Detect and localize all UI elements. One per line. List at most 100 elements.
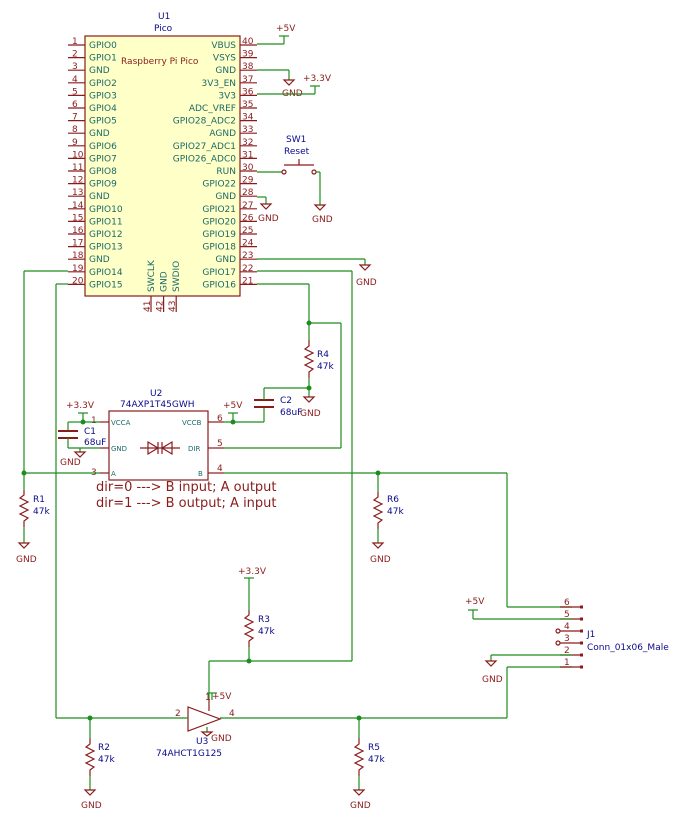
- r5-ref: R5: [368, 743, 380, 753]
- u1-pin-15-num: 15: [72, 213, 83, 223]
- u3-value: 74AHCT1G125: [156, 749, 222, 759]
- sw1-ref: SW1: [286, 135, 306, 145]
- r1-gnd-label: GND: [16, 555, 37, 565]
- gpio14-net: [21, 270, 68, 490]
- u1-pin-28-num: 28: [242, 188, 254, 198]
- r4-resistor[interactable]: R4 47k GND: [300, 340, 334, 419]
- u2-dir: DIR: [188, 445, 200, 453]
- j1-pin-5-tip: [580, 617, 583, 621]
- u1-vbus-net: +5V: [257, 24, 296, 45]
- u1-pin-1-num: 1: [72, 37, 78, 47]
- r3-resistor[interactable]: +3.3V R3 47k: [238, 567, 275, 664]
- u1-pin-1-name: GPIO0: [89, 41, 117, 51]
- u2-body[interactable]: [108, 410, 209, 481]
- u1-pin-14-num: 14: [72, 201, 84, 211]
- r6-value: 47k: [387, 507, 404, 517]
- r5-gnd-label: GND: [350, 801, 371, 811]
- u2-pin1-num: 1: [91, 416, 97, 426]
- u1-body[interactable]: [84, 35, 241, 297]
- r5-value: 47k: [368, 755, 385, 765]
- u1-pin-19-num: 19: [72, 264, 84, 274]
- u1-pin-33-name: AGND: [209, 129, 236, 139]
- u1-pin-15-name: GPIO11: [89, 217, 123, 227]
- r1-resistor[interactable]: R1 47k GND: [16, 490, 50, 565]
- u1-pin-27-name: GPIO21: [202, 205, 236, 215]
- vccb-5v-label: +5V: [223, 401, 243, 411]
- u1-pin-40-name: VBUS: [211, 41, 236, 51]
- r4-value: 47k: [317, 362, 334, 372]
- u2-vcca: VCCA: [111, 419, 131, 427]
- u2-vccb: VCCB: [182, 419, 202, 427]
- u1-pin-13-num: 13: [72, 188, 83, 198]
- c1-ref: C1: [84, 427, 96, 437]
- u1-pin-24-name: GPIO18: [202, 243, 236, 253]
- u1-pin-35-name: ADC_VREF: [189, 104, 236, 114]
- u1-pin-2-num: 2: [72, 50, 78, 60]
- u1-pin-4-name: GPIO2: [89, 79, 117, 89]
- u1-pin-23-name: GND: [215, 255, 236, 265]
- gpio17-net: [208, 270, 353, 700]
- r4-ref: R4: [317, 350, 329, 360]
- c2-capacitor[interactable]: C2 68uF: [254, 385, 312, 419]
- u1-pin-6-num: 6: [72, 100, 78, 110]
- j1-pin-4-num: 4: [564, 622, 570, 632]
- u1-pin-27-num: 27: [242, 201, 253, 211]
- u3-pin-out: 4: [229, 709, 235, 719]
- gnd28-label: GND: [258, 214, 279, 224]
- u3-ref: U3: [196, 737, 208, 747]
- j1-pin-3-num: 3: [564, 634, 570, 644]
- u3-buffer[interactable]: 2 4 1 +5V GND U3 74AHCT1G125: [156, 692, 240, 759]
- u1-pin-30-name: RUN: [216, 167, 236, 177]
- u1-label: Raspberry Pi Pico: [121, 57, 199, 67]
- u1-pin-43-num: 43: [168, 301, 178, 312]
- j1-pin-4-tip: [580, 629, 583, 633]
- sw1-reset-switch[interactable]: SW1 Reset GND: [257, 135, 333, 225]
- r3-value: 47k: [258, 627, 275, 637]
- u1-gnd23-net: GND: [257, 258, 377, 288]
- u2-pin4-num: 4: [217, 464, 223, 474]
- u1-pin-24-num: 24: [242, 239, 254, 249]
- u1-pin-32-num: 32: [242, 138, 253, 148]
- u1-pin-5-num: 5: [72, 87, 78, 97]
- c1-capacitor[interactable]: C1 68uF GND: [58, 427, 106, 468]
- u3-pin-oe: 1: [205, 693, 211, 703]
- u1-pin-18-num: 18: [72, 251, 84, 261]
- j1-pin-5-num: 5: [564, 610, 570, 620]
- r4-gnd-label: GND: [300, 409, 321, 419]
- u1-pin-30-num: 30: [242, 163, 254, 173]
- u1-pin-36-num: 36: [242, 87, 254, 97]
- u1-pin-3-num: 3: [72, 62, 78, 72]
- u1-pin-17-name: GPIO13: [89, 243, 123, 253]
- c1-value: 68uF: [84, 438, 106, 448]
- u1-pin-37-num: 37: [242, 75, 253, 85]
- c2-ref: C2: [280, 396, 292, 406]
- u1-pin-11-name: GPIO8: [89, 167, 117, 177]
- u1-pin-19-name: GPIO14: [89, 268, 123, 278]
- u2-gnd: GND: [111, 445, 127, 453]
- u1-pin-31-num: 31: [242, 150, 253, 160]
- r2-resistor[interactable]: R2 47k GND: [81, 738, 115, 811]
- j1-pin-3-tip: [580, 641, 583, 645]
- u1-pin-17-num: 17: [72, 239, 83, 249]
- u1-pin-22-name: GPIO17: [202, 268, 236, 278]
- j1-ref: J1: [586, 630, 595, 640]
- u1-pin-7-num: 7: [72, 113, 78, 123]
- u1-right-pins: 40VBUS39VSYS38GND373V3_EN363V335ADC_VREF…: [173, 37, 257, 290]
- u1-pin-14-name: GPIO10: [89, 205, 123, 215]
- u1-gnd28-net: GND: [257, 196, 279, 224]
- u1-pin-21-name: GPIO16: [202, 280, 236, 290]
- r5-resistor[interactable]: R5 47k GND: [350, 738, 385, 811]
- u1-pin-39-name: VSYS: [213, 54, 236, 64]
- u1-pin-40-num: 40: [242, 37, 254, 47]
- u1-pin-16-num: 16: [72, 226, 84, 236]
- u3-out-net: [240, 666, 572, 738]
- r6-resistor[interactable]: R6 47k GND: [370, 492, 404, 565]
- u1-pin-22-num: 22: [242, 264, 253, 274]
- u1-pin-9-name: GPIO6: [89, 142, 117, 152]
- u2-pin6-num: 6: [217, 414, 223, 424]
- u1-pin-2-name: GPIO1: [89, 54, 117, 64]
- vbus-5v-label: +5V: [276, 24, 296, 34]
